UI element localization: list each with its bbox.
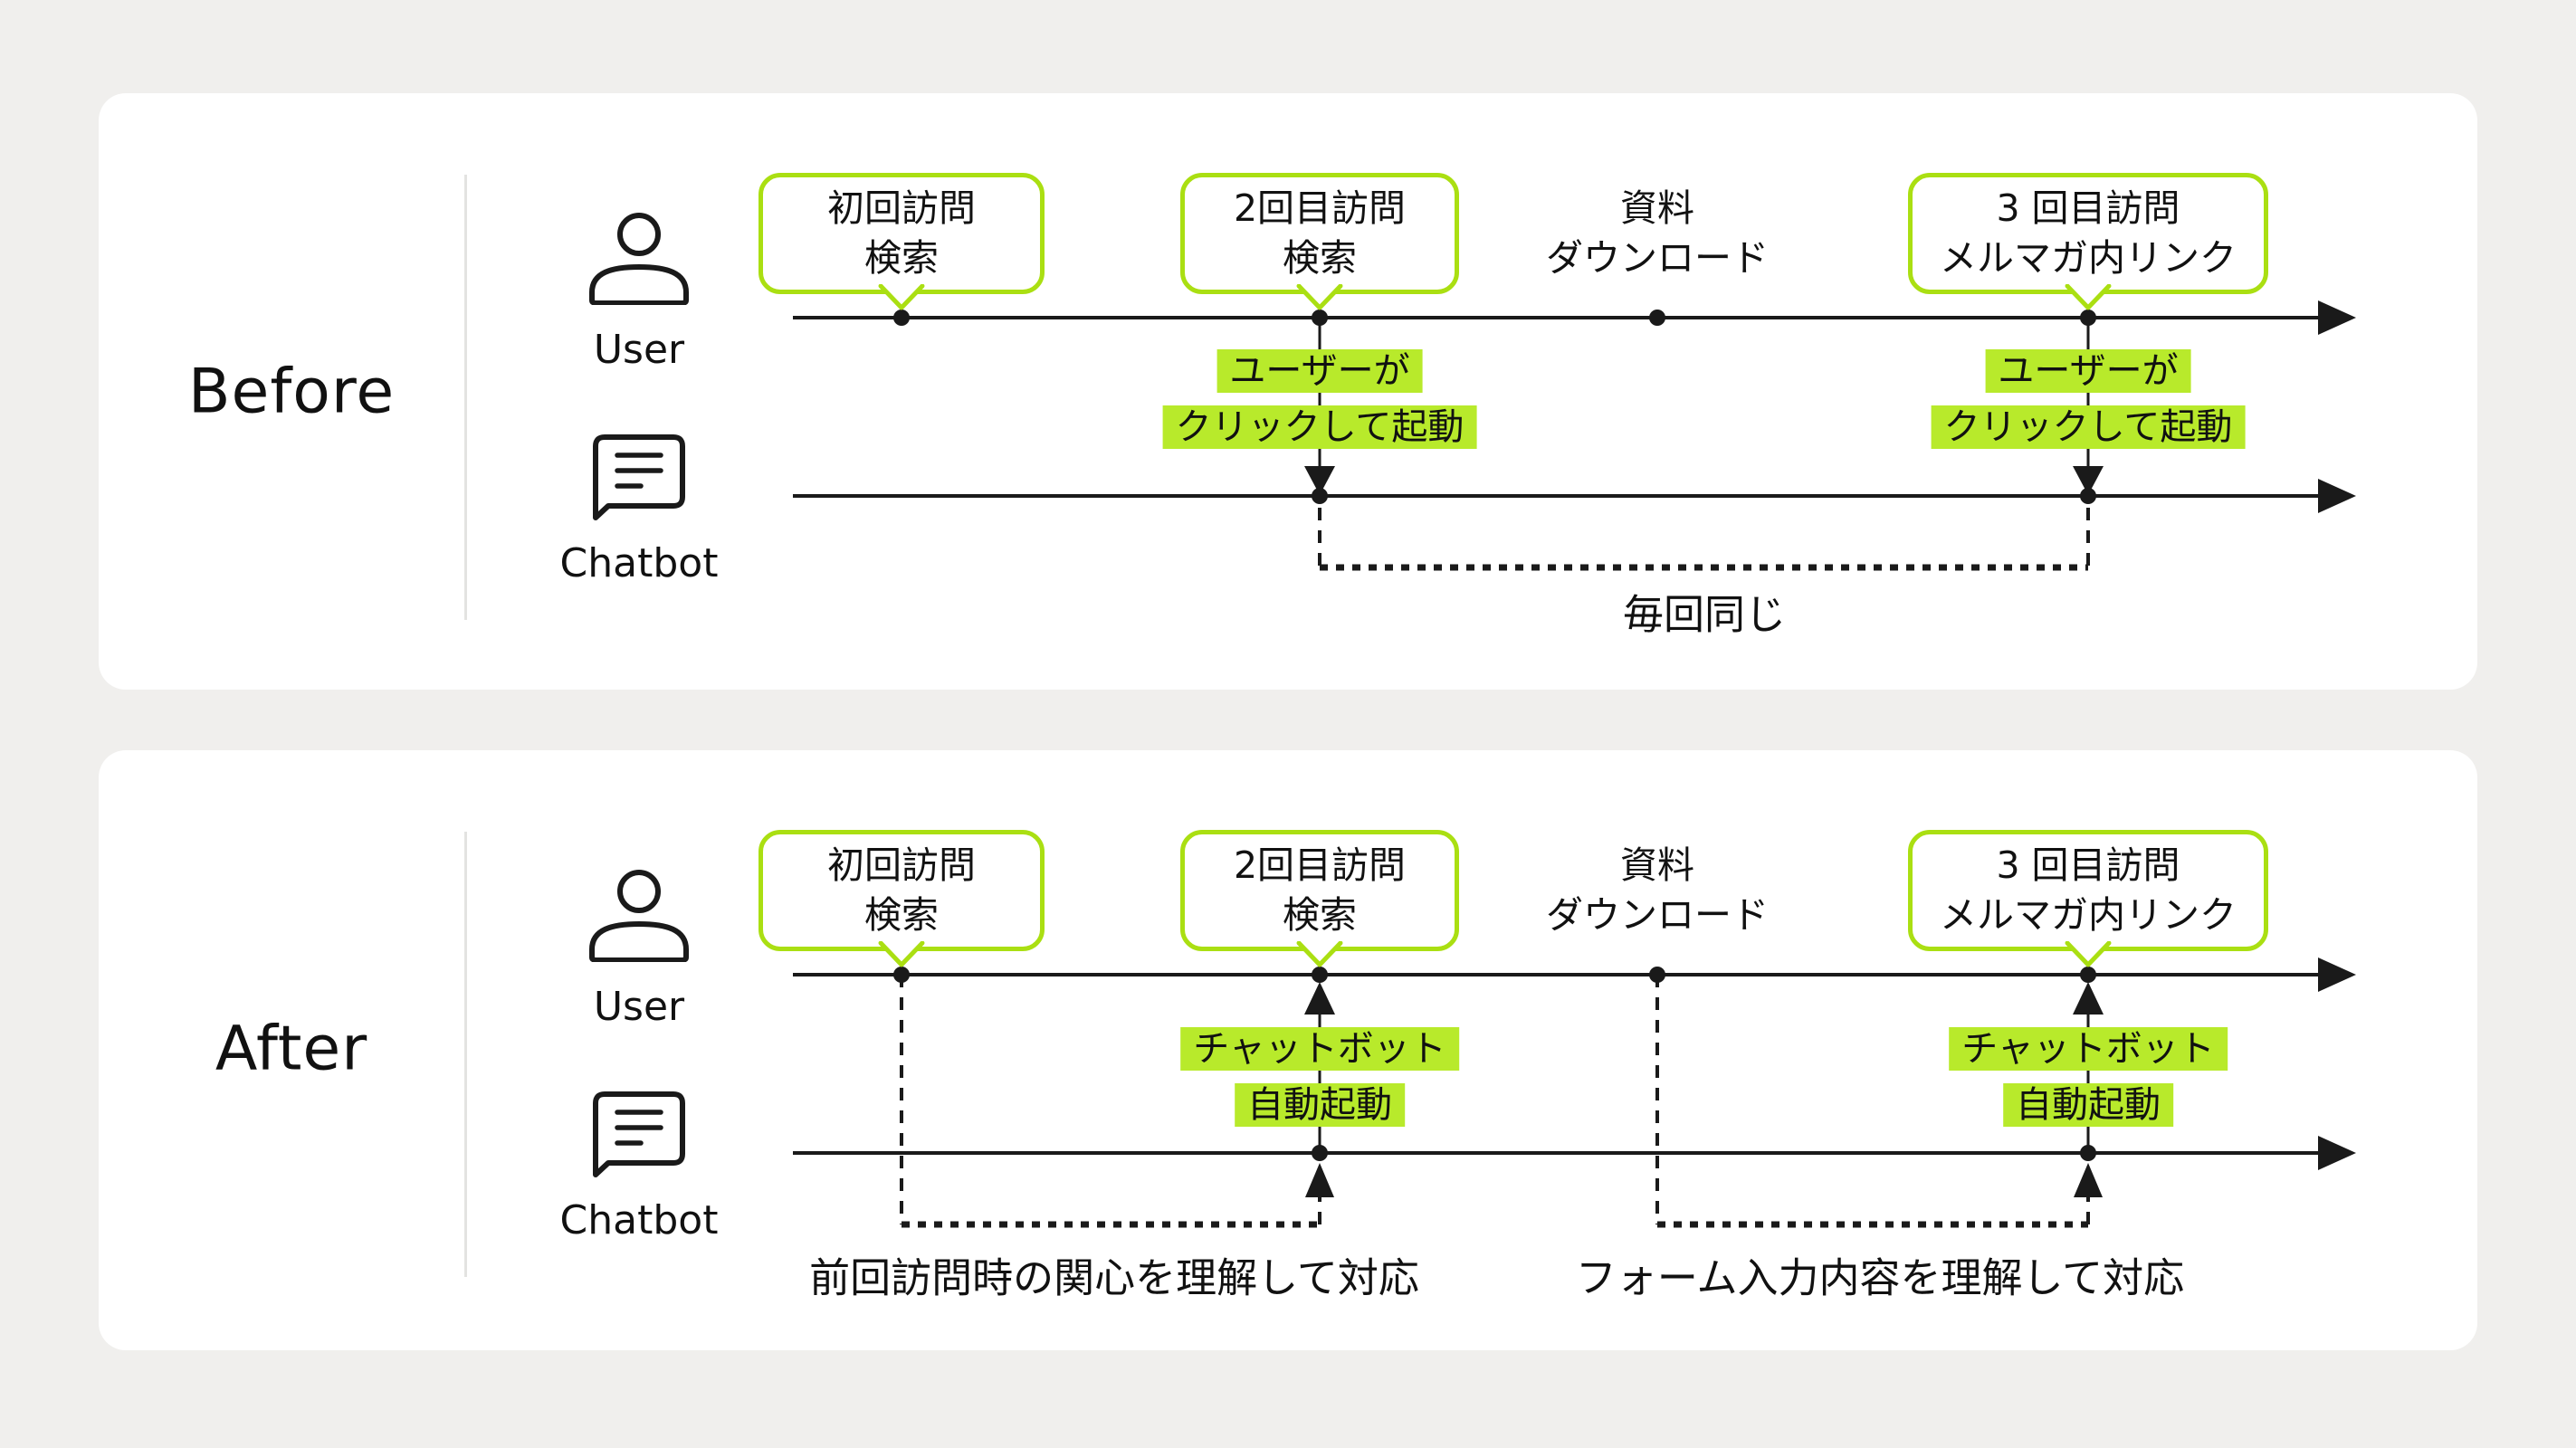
arrowhead-up-icon	[1304, 982, 1335, 1015]
event-text-document-download: 資料 ダウンロード	[1546, 843, 1769, 937]
event-callout-third-visit: 3 回目訪問 メルマガ内リンク	[1908, 173, 2268, 310]
event-dot	[1649, 967, 1665, 983]
arrowhead-down-icon	[1304, 466, 1335, 495]
chatbot-timeline	[793, 479, 2356, 513]
event-dot	[2080, 310, 2096, 326]
annotation-user-clicks: ユーザーが クリックして起動	[1931, 349, 2246, 449]
user-icon	[589, 870, 689, 962]
user-timeline	[793, 957, 2356, 992]
arrowhead-right-icon	[2318, 300, 2356, 335]
vertical-divider	[464, 832, 467, 1277]
callout-pointer-icon	[878, 941, 925, 967]
callout-pointer-icon	[1296, 284, 1343, 310]
arrowhead-right-icon	[2318, 1136, 2356, 1170]
after-section-card: After User Chatbot	[99, 750, 2477, 1350]
event-callout-first-visit: 初回訪問 検索	[758, 830, 1045, 967]
callout-pointer-icon	[2065, 941, 2112, 967]
lane-label-user: User	[593, 327, 685, 373]
caption-understand-previous-interest: 前回訪問時の関心を理解して対応	[809, 1253, 1419, 1302]
lane-label-chatbot: Chatbot	[559, 1197, 719, 1243]
launch-dot	[2080, 1145, 2096, 1161]
annotation-chatbot-auto-launch: チャットボット 自動起動	[1180, 1027, 1459, 1127]
user-timeline	[793, 300, 2356, 335]
arrowhead-up-icon	[2073, 982, 2104, 1015]
same-every-time-bracket	[1318, 508, 2090, 571]
annotation-chatbot-auto-launch: チャットボット 自動起動	[1949, 1027, 2228, 1127]
arrowhead-down-icon	[2073, 466, 2104, 495]
launch-dot	[1312, 1145, 1328, 1161]
event-callout-third-visit: 3 回目訪問 メルマガ内リンク	[1908, 830, 2268, 967]
callout-pointer-icon	[1296, 941, 1343, 967]
section-title-after: After	[215, 1013, 368, 1085]
caption-same-every-time: 毎回同じ	[1622, 590, 1787, 639]
section-title-before: Before	[187, 356, 396, 428]
event-dot	[893, 310, 910, 326]
lane-label-user: User	[593, 984, 685, 1030]
callout-pointer-icon	[2065, 284, 2112, 310]
chatbot-icon	[593, 434, 685, 520]
arrowhead-up-icon	[1305, 1163, 1334, 1197]
arrowhead-right-icon	[2318, 479, 2356, 513]
launch-dot	[2080, 488, 2096, 504]
event-dot	[2080, 967, 2096, 983]
lane-label-chatbot: Chatbot	[559, 540, 719, 586]
event-dot	[1649, 310, 1665, 326]
event-dot	[893, 967, 910, 983]
arrowhead-right-icon	[2318, 957, 2356, 992]
event-text-document-download: 資料 ダウンロード	[1546, 186, 1769, 280]
chatbot-timeline	[793, 1136, 2356, 1170]
caption-understand-form-input: フォーム入力内容を理解して対応	[1575, 1253, 2185, 1302]
callout-pointer-icon	[878, 284, 925, 310]
chatbot-icon	[593, 1091, 685, 1177]
arrowhead-up-icon	[2074, 1163, 2103, 1197]
event-dot	[1312, 967, 1328, 983]
event-callout-second-visit: 2回目訪問 検索	[1180, 830, 1459, 967]
event-callout-second-visit: 2回目訪問 検索	[1180, 173, 1459, 310]
annotation-user-clicks: ユーザーが クリックして起動	[1162, 349, 1477, 449]
user-icon	[589, 213, 689, 305]
launch-dot	[1312, 488, 1328, 504]
event-callout-first-visit: 初回訪問 検索	[758, 173, 1045, 310]
before-section-card: Before User Chatbot	[99, 93, 2477, 690]
vertical-divider	[464, 175, 467, 620]
event-dot	[1312, 310, 1328, 326]
